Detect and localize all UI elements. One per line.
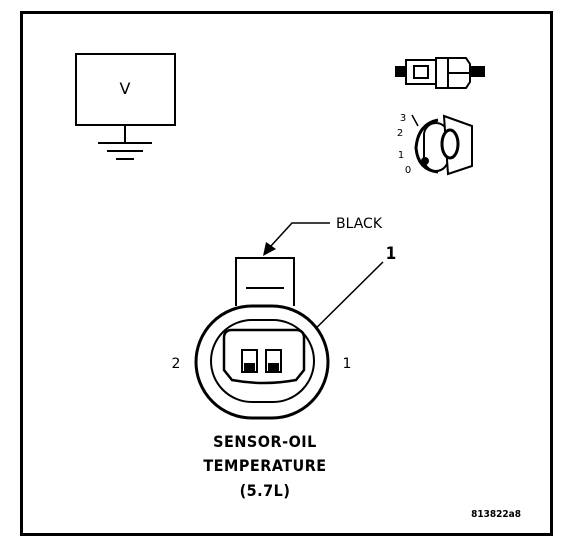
caption-line-2: TEMPERATURE xyxy=(203,456,326,475)
wire-leader-line xyxy=(263,222,330,256)
connector-latch xyxy=(235,257,295,306)
connector-terminals xyxy=(241,349,282,373)
ground-symbol-icon xyxy=(98,125,152,160)
voltmeter-icon: V xyxy=(75,53,176,126)
diagram-frame xyxy=(20,11,553,536)
pin-label-1: 1 xyxy=(343,356,352,372)
connector-housing xyxy=(194,304,330,420)
wire-color-label: BLACK xyxy=(336,216,383,232)
scale-mark-0: 0 xyxy=(405,165,411,176)
callout-number: 1 xyxy=(386,244,397,264)
ohmmeter-icon xyxy=(411,114,473,176)
inline-connector-icon xyxy=(395,57,485,89)
caption-line-3: (5.7L) xyxy=(240,481,291,500)
caption-line-1: SENSOR-OIL xyxy=(213,432,317,451)
voltmeter-label: V xyxy=(120,79,131,98)
scale-mark-3: 3 xyxy=(400,113,406,124)
scale-mark-1: 1 xyxy=(398,150,404,161)
figure-id: 813822a8 xyxy=(471,509,521,520)
scale-mark-2: 2 xyxy=(397,128,403,139)
pin-label-2: 2 xyxy=(172,356,181,372)
